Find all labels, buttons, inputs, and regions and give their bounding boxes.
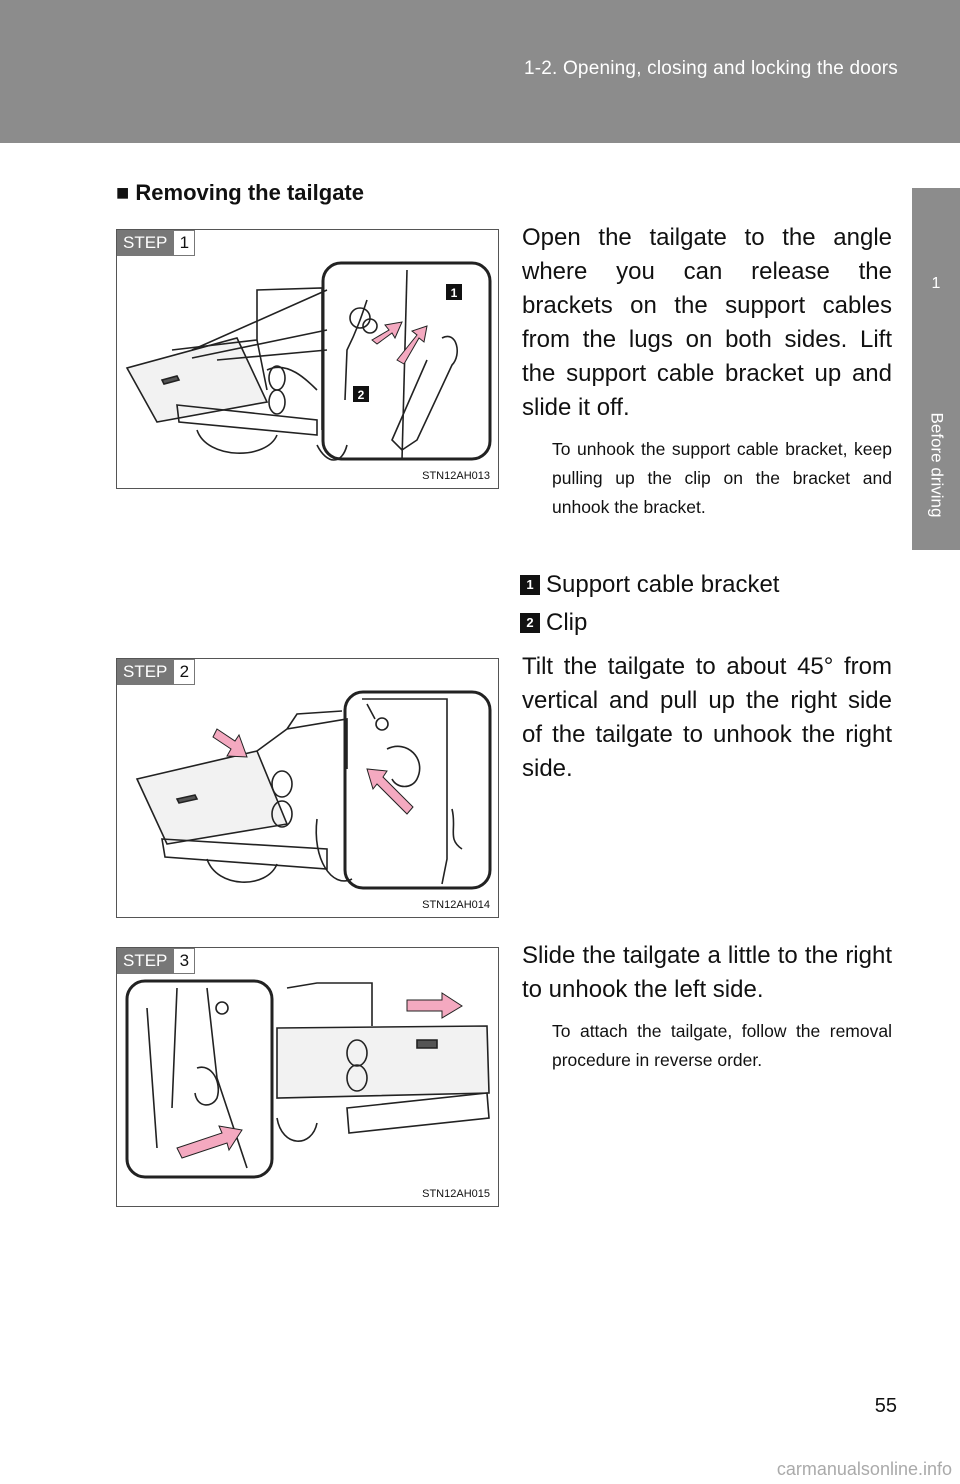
step3-badge: STEP 3 [117,948,196,974]
step-number: 1 [173,230,196,256]
figure-code: STN12AH013 [422,470,490,482]
step2-main-text: Tilt the tailgate to about 45° from vert… [522,653,892,782]
page-header: 1-2. Opening, closing and locking the do… [0,0,960,143]
step-label: STEP [117,659,174,685]
legend-key: 1 [520,575,540,595]
step1-main-text: Open the tailgate to the angle where you… [522,224,892,421]
legend-label: Clip [546,609,588,636]
step2-figure: STEP 2 STN12AH014 [116,658,499,918]
step2-text: Tilt the tailgate to about 45° from vert… [522,650,892,786]
legend-key: 2 [520,613,540,633]
legend-item: 1 Support cable bracket [520,566,780,604]
section-title: ■ Removing the tailgate [116,180,364,205]
step3-note: To attach the tailgate, follow the remov… [552,1021,892,1070]
tailgate-slide-illustration [125,979,490,1179]
step3-text: Slide the tailgate a little to the right… [522,939,892,1075]
side-tab-chapter-number: 1 [912,188,960,380]
tailgate-tilt-illustration [135,690,492,890]
step-number: 2 [173,659,196,685]
page-number: 55 [874,1395,897,1417]
watermark: carmanualsonline.info [776,1459,952,1479]
legend-item: 2 Clip [520,604,779,642]
step1-figure: STEP 1 1 2 STN12AH013 [116,229,499,489]
step-label: STEP [117,948,174,974]
step-label: STEP [117,230,174,256]
svg-text:2: 2 [358,388,365,402]
step1-legend: 1 Support cable bracket 2 Clip [520,566,780,642]
figure-code: STN12AH015 [422,1188,490,1200]
figure-code: STN12AH014 [422,899,490,911]
step-number: 3 [173,948,196,974]
step2-badge: STEP 2 [117,659,196,685]
tailgate-cable-illustration: 1 2 [125,261,492,461]
side-tab-label-text: Before driving [927,412,947,518]
step3-main-text: Slide the tailgate a little to the right… [522,942,892,1003]
step3-figure: STEP 3 STN12AH015 [116,947,499,1207]
step1-badge: STEP 1 [117,230,196,256]
legend-label: Support cable bracket [546,571,780,598]
step1-note: To unhook the support cable bracket, kee… [552,439,892,517]
side-tab-label: Before driving [912,380,960,550]
step1-text: Open the tailgate to the angle where you… [522,221,892,522]
svg-text:1: 1 [451,286,458,300]
chapter-title: 1-2. Opening, closing and locking the do… [523,58,898,79]
